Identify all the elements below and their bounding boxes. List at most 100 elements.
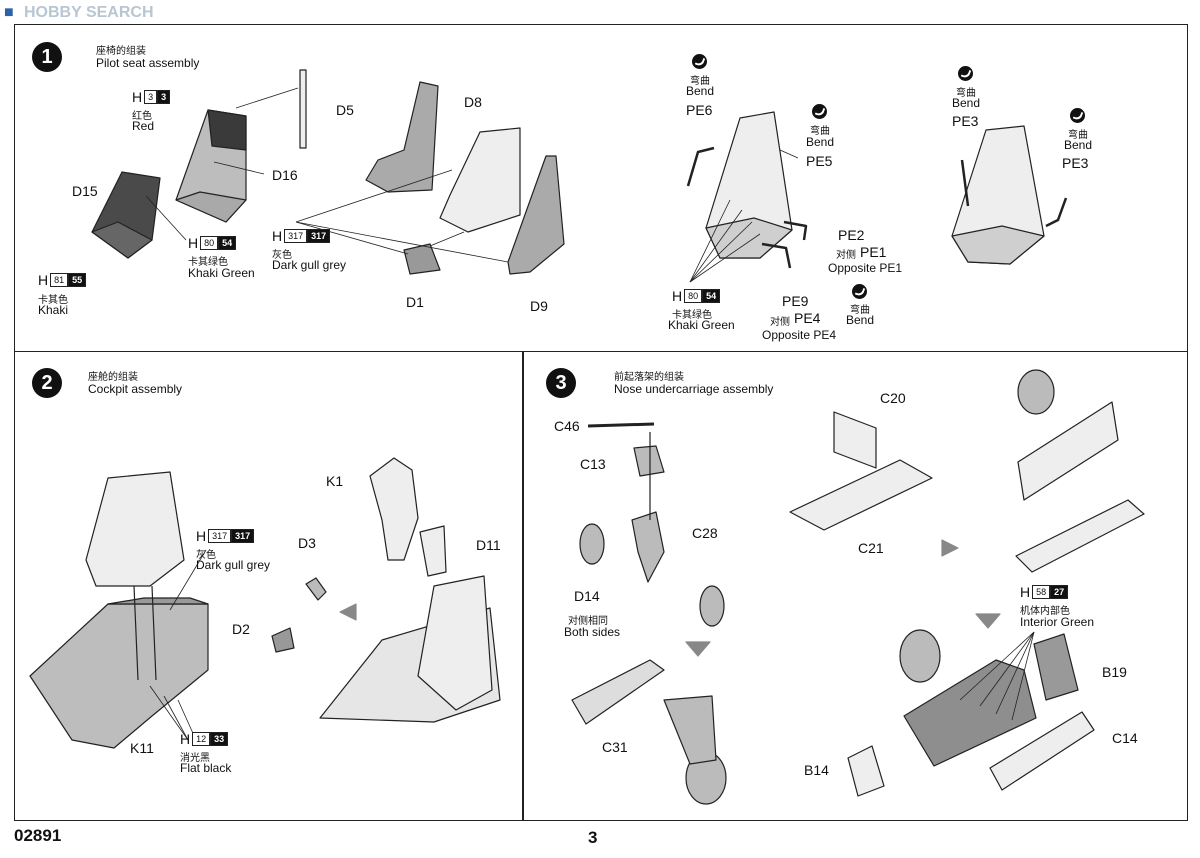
bend-cn: 弯曲 (956, 88, 976, 99)
part-c31-shape (571, 659, 665, 725)
bend-icon (1070, 108, 1085, 123)
paint-interior-green-cn: 机体内部色 (1020, 606, 1070, 617)
paint-flat-black-en: Flat black (180, 761, 232, 775)
part-b14-shape (847, 745, 885, 797)
label-d8: D8 (464, 94, 482, 110)
label-d16: D16 (272, 167, 298, 183)
step2-title-en: Cockpit assembly (88, 382, 183, 396)
paint-dark-gull-grey-2-en: Dark gull grey (196, 558, 271, 572)
part-d2-shape (271, 627, 295, 653)
bend-en: Bend (806, 135, 835, 149)
bend-en: Bend (686, 84, 715, 98)
step3-panel (522, 351, 1188, 821)
step2-number: 2 (32, 368, 62, 398)
step3-number: 3 (546, 368, 576, 398)
part-d14-wheel-a (579, 523, 605, 565)
bend-icon (852, 284, 867, 299)
part-d3-shape (305, 577, 327, 601)
label-d11: D11 (476, 537, 501, 553)
step2-title-cn: 座舱的组装 (88, 372, 138, 383)
label-d5: D5 (336, 102, 354, 118)
both-sides-cn: 对侧相同 (568, 616, 608, 627)
bend-cn: 弯曲 (810, 126, 830, 137)
label-pe3-b: PE3 (1062, 155, 1089, 171)
paint-interior-green-en: Interior Green (1020, 615, 1095, 629)
step3-title-en: Nose undercarriage assembly (614, 382, 774, 396)
part-c46-shape (587, 422, 655, 428)
label-c46: C46 (554, 418, 580, 434)
step1-title-en: Pilot seat assembly (96, 56, 200, 70)
seat-assembled-shape (439, 127, 521, 233)
label-b14: B14 (804, 762, 829, 778)
product-code: 02891 (14, 826, 62, 845)
opposite-pe4-en: Opposite PE4 (762, 328, 837, 342)
watermark-logo: ■ (4, 4, 14, 21)
label-c21: C21 (858, 540, 884, 556)
cockpit-tub-shape (29, 603, 209, 749)
label-d3: D3 (298, 535, 316, 551)
part-d14-wheel-b (699, 585, 725, 627)
paint-khaki-green-en: Khaki Green (188, 266, 255, 280)
part-c14-shape (989, 711, 1095, 791)
part-b19-shape (1033, 633, 1079, 701)
label-c20: C20 (880, 390, 906, 406)
label-pe4: PE4 (794, 310, 821, 326)
bend-cn: 弯曲 (690, 76, 710, 87)
paint-red-en: Red (132, 119, 155, 133)
arrow-step2 (339, 603, 357, 621)
opposite-cn: 对侧 (770, 317, 790, 328)
paint-khaki-green-cn: 卡其绿色 (188, 257, 228, 268)
opposite-pe1-en: Opposite PE1 (828, 261, 903, 275)
part-d9-shape (507, 155, 565, 275)
label-pe6: PE6 (686, 102, 713, 118)
bend-icon (958, 66, 973, 81)
bend-en: Bend (952, 96, 981, 110)
label-pe5: PE5 (806, 153, 833, 169)
paint-khaki-green-2-cn: 卡其绿色 (672, 310, 712, 321)
step1-number: 1 (32, 42, 62, 72)
bend-icon (812, 104, 827, 119)
label-b19: B19 (1102, 664, 1127, 680)
label-k1: K1 (326, 473, 344, 489)
opposite-cn: 对侧 (836, 250, 856, 261)
label-pe1: PE1 (860, 244, 887, 260)
arrow-step3-c (941, 539, 959, 557)
label-pe3-a: PE3 (952, 113, 979, 129)
label-d1: D1 (406, 294, 424, 310)
part-c13-shape (633, 445, 665, 477)
bend-cn: 弯曲 (1068, 130, 1088, 141)
step2-panel (14, 351, 524, 821)
part-d8-shape (365, 81, 439, 193)
part-c21-shape (789, 459, 933, 531)
part-d5-shape (299, 69, 307, 149)
bend-icon (692, 54, 707, 69)
part-c28-shape (631, 511, 665, 583)
paint-flat-black-cn: 消光黑 (180, 753, 210, 764)
paint-dark-gull-grey-2-cn: 灰色 (196, 550, 216, 561)
paint-khaki-en: Khaki (38, 303, 69, 317)
label-c14: C14 (1112, 730, 1138, 746)
step1-title-cn: 座椅的组装 (96, 46, 146, 57)
step3-title-cn: 前起落架的组装 (614, 372, 684, 383)
bend-cn: 弯曲 (850, 305, 870, 316)
paint-dark-gull-grey-1-en: Dark gull grey (272, 258, 347, 272)
paint-khaki-cn: 卡其色 (38, 295, 68, 306)
bend-en: Bend (846, 313, 875, 327)
paint-khaki-green-2-en: Khaki Green (668, 318, 735, 332)
arrow-step3-a (685, 641, 711, 657)
bend-en: Bend (1064, 138, 1093, 152)
label-k11: K11 (130, 740, 154, 756)
both-sides-en: Both sides (564, 625, 621, 639)
paint-dark-gull-grey-1-cn: 灰色 (272, 250, 292, 261)
label-d15: D15 (72, 183, 98, 199)
label-pe2: PE2 (838, 227, 865, 243)
label-pe9: PE9 (782, 293, 809, 309)
